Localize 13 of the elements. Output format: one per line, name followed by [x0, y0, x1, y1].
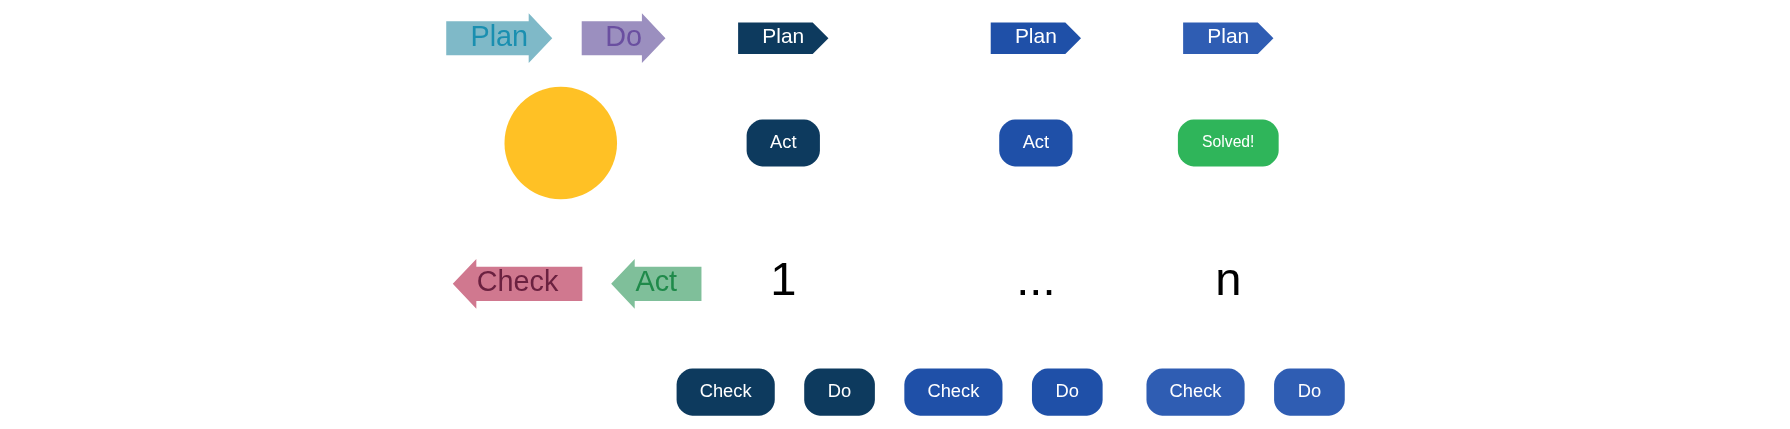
node-text: ... [1015, 252, 1056, 306]
node-box: Check [676, 368, 775, 416]
node-box: Act [746, 119, 820, 167]
node-circle [504, 86, 617, 200]
node-text: n [1214, 252, 1241, 306]
node-box: Check [903, 368, 1002, 416]
node-box: Solved! [1177, 119, 1279, 167]
node-box: Do [1273, 368, 1345, 416]
node-box: Act [998, 119, 1072, 167]
node-box: Do [803, 368, 875, 416]
node-box: Do [1031, 368, 1103, 416]
node-text: 1 [769, 252, 796, 306]
node-box: Check [1145, 368, 1245, 416]
